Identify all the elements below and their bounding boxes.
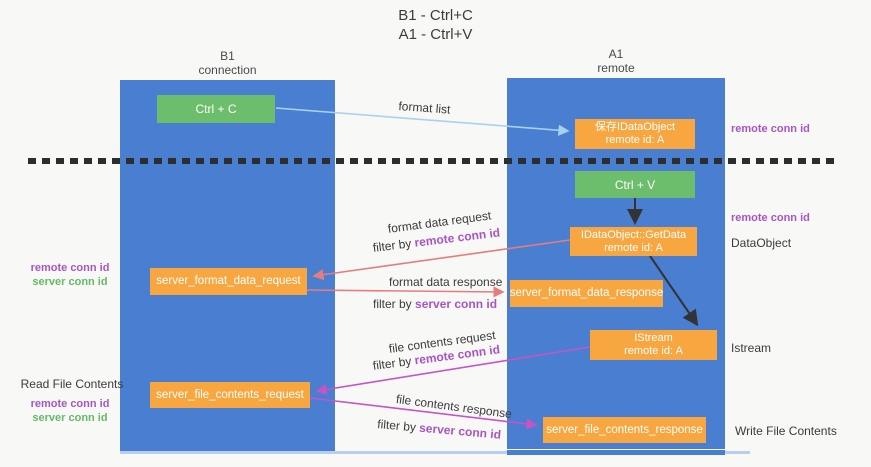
horizontal-scrollbar-thumb[interactable] [507,450,725,455]
right-remote-conn-id-label-2: remote conn id [731,212,810,224]
server-format-data-response-label: server_format_data_response [509,287,664,299]
diagram-title: B1 - Ctrl+C A1 - Ctrl+V [0,6,871,44]
getdata-line1: IDataObject::GetData [580,228,687,241]
actor-a1-name: A1 [608,47,624,61]
ctrl-c-label: Ctrl + C [195,102,237,116]
server-file-contents-request-label: server_file_contents_request [156,388,304,401]
getdata-line2: remote id: A [604,241,663,254]
istream-side-label: Istream [731,341,772,355]
read-file-contents-label: Read File Contents [20,377,124,391]
left-remote-conn-id-label-1: remote conn id [30,262,110,274]
left-server-conn-id-label-2: server conn id [32,412,108,424]
format-data-response-arrow [306,286,505,298]
server-file-contents-response-box: server_file_contents_response [543,417,706,443]
idataobject-getdata-box: IDataObject::GetData remote id: A [570,227,697,256]
format-list-label: format list [398,99,451,117]
save-idataobject-line1: 保存IDataObject [594,121,676,133]
server-conn-id-value: server conn id [415,297,498,311]
server-conn-id-value: server conn id [418,420,502,442]
horizontal-scrollbar-track[interactable] [120,451,750,454]
file-contents-response-label: file contents response [395,392,513,422]
filter-prefix: filter by [372,353,416,373]
right-remote-conn-id-label-1: remote conn id [731,123,810,135]
phase-divider-dashed-line [28,158,838,164]
ctrl-v-box: Ctrl + V [575,171,695,198]
filter-prefix: filter by [373,297,416,311]
ctrl-v-label: Ctrl + V [614,177,656,192]
title-line-2: A1 - Ctrl+V [398,26,473,43]
ctrl-c-box: Ctrl + C [157,95,275,123]
filter-prefix: filter by [376,417,420,435]
left-server-conn-id-label-1: server conn id [32,276,108,288]
server-file-contents-request-box: server_file_contents_request [150,382,310,408]
istream-box: IStream remote id: A [590,330,717,360]
actor-a1-role: remote [597,61,635,75]
format-data-response-label: format data response [389,275,503,289]
dataobject-label: DataObject [731,236,792,250]
istream-line1: IStream [634,332,673,344]
left-conn-id-group-1: remote conn id server conn id [18,261,122,289]
left-conn-id-group-2: remote conn id server conn id [18,397,122,425]
format-data-response-filter: filter by server conn id [373,297,497,311]
server-format-data-request-label: server_format_data_request [156,275,301,287]
filter-prefix: filter by [372,235,416,255]
write-file-contents-label: Write File Contents [735,424,837,438]
actor-header-b1: B1 connection [120,49,335,77]
istream-line2: remote id: A [624,345,683,357]
server-file-contents-response-label: server_file_contents_response [546,423,703,436]
save-idataobject-line2: remote id: A [605,134,665,146]
actor-b1-name: B1 [220,49,235,63]
server-format-data-request-box: server_format_data_request [150,268,307,295]
left-remote-conn-id-label-2: remote conn id [30,398,110,410]
actor-header-a1: A1 remote [507,47,725,75]
title-line-1: B1 - Ctrl+C [398,7,473,24]
save-idataobject-box: 保存IDataObject remote id: A [575,119,695,149]
server-format-data-response-box: server_format_data_response [510,280,663,307]
actor-b1-role: connection [198,63,257,77]
file-contents-response-filter: filter by server conn id [377,417,502,442]
